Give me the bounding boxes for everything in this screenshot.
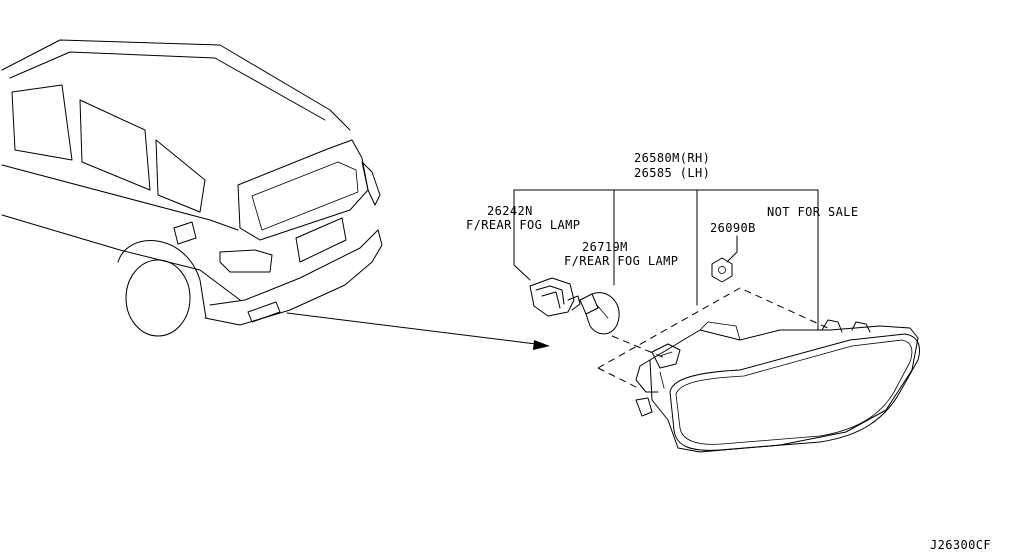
vehicle-roof-line <box>1 39 351 131</box>
vehicle-body-belt <box>1 164 239 231</box>
diagram-code: J26300CF <box>930 538 991 552</box>
vehicle-side-window-mid <box>79 99 151 191</box>
bulb-part <box>579 292 620 335</box>
fog-lamp-assembly <box>635 319 920 453</box>
vehicle-side-window-rear <box>155 139 206 213</box>
vehicle-rear-window <box>237 139 369 241</box>
bulb-part-name: F/REAR FOG LAMP <box>564 254 678 268</box>
socket-part-number: 26242N <box>487 204 533 218</box>
vehicle-fuel-door <box>173 221 197 245</box>
vehicle-tail-lamp-left <box>219 249 273 273</box>
location-pointer-arrow <box>286 312 550 350</box>
vehicle-illustration <box>1 39 383 337</box>
assembly-dashed-lines <box>597 287 833 389</box>
bulb-part-number: 26719M <box>582 240 628 254</box>
vehicle-rear-window-inner <box>251 161 359 231</box>
vehicle-fog-lamp-location <box>247 301 281 323</box>
socket-part-name: F/REAR FOG LAMP <box>466 218 580 232</box>
vehicle-wheel-arch <box>117 240 207 319</box>
vehicle-tail-lamp-right <box>361 161 381 206</box>
vehicle-rear-tire <box>125 259 191 337</box>
callout-leaders <box>513 189 819 331</box>
bulb-socket-part <box>529 277 581 317</box>
vehicle-roof-rail <box>9 51 326 121</box>
assembly-lh-label: 26585 (LH) <box>634 166 710 180</box>
vehicle-side-window-front <box>11 84 73 161</box>
vehicle-license-plate <box>295 217 347 263</box>
not-for-sale-label: NOT FOR SALE <box>767 205 859 219</box>
nut-part <box>711 257 733 283</box>
nut-part-number: 26090B <box>710 221 756 235</box>
vehicle-rear-bumper <box>204 229 383 326</box>
vehicle-body-side <box>1 214 241 301</box>
assembly-rh-label: 26580M(RH) <box>634 151 710 165</box>
